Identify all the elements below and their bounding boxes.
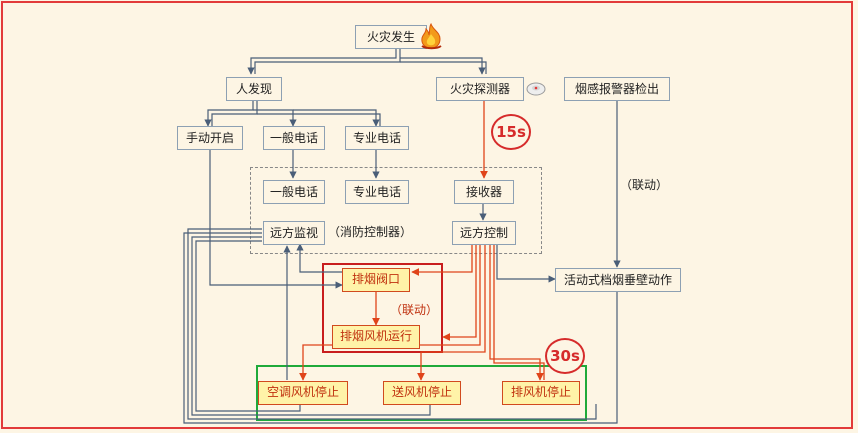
wire-fire-branch (247, 48, 397, 75)
wire-person-pro (293, 109, 380, 127)
node-remote-monitor: 远方监视 (263, 221, 325, 245)
node-professional-phone: 专业电话 (345, 126, 409, 150)
wire-feedback-4 (195, 240, 301, 412)
wire-control-damper (411, 244, 473, 276)
node-person-discovers: 人发现 (226, 77, 282, 101)
wire-fire-detector-2 (400, 61, 487, 74)
node-general-phone: 一般电话 (263, 126, 325, 150)
node-supply-fan-stop: 送风机停止 (383, 381, 461, 405)
node-curtain-action: 活动式档烟垂壁动作 (555, 268, 681, 292)
node-fire-occurs: 火灾发生 (355, 25, 427, 49)
wire-person-pro-2 (257, 113, 381, 126)
label-link: （联动） (620, 178, 669, 192)
fire-controller-zone (250, 167, 542, 254)
badge-30s: 30s (545, 338, 585, 374)
wire-control-exhaust (489, 244, 544, 381)
wire-feedback-3 (191, 236, 431, 416)
wire-person-split-2 (211, 100, 258, 126)
wire-control-curtain (496, 244, 556, 283)
badge-15s: 15s (491, 114, 531, 150)
wire-person-phone (253, 109, 297, 127)
node-fire-detector: 火灾探测器 (436, 77, 524, 101)
wire-person-split (204, 100, 254, 127)
node-remote-control: 远方控制 (452, 221, 516, 245)
wire-fire-branch-2 (254, 48, 401, 74)
wire-damper-monitor (296, 243, 342, 273)
wire-feedback-1 (183, 232, 618, 424)
wire-control-exhaust-2 (493, 244, 545, 380)
fire-icon (421, 22, 442, 50)
node-professional-phone-2: 专业电话 (345, 180, 409, 204)
wire-manual-damper (209, 150, 343, 289)
label-link-internal: （联动） (390, 303, 439, 317)
node-manual-open: 手动开启 (177, 126, 243, 150)
node-exhaust-fan-stop: 排风机停止 (502, 381, 580, 405)
node-smoke-alarm-detects: 烟感报警器检出 (564, 77, 670, 101)
node-receiver: 接收器 (454, 180, 514, 204)
label-fire-controller: （消防控制器） (328, 225, 413, 239)
wire-feedback-2 (187, 228, 597, 420)
node-ac-fan-stop: 空调风机停止 (258, 381, 348, 405)
node-exhaust-fan-run: 排烟风机运行 (332, 325, 420, 349)
wire-fire-detector (400, 57, 486, 75)
wire-control-exhaust-fan (442, 244, 477, 341)
linked-smoke-exhaust-group (322, 263, 443, 353)
smoke-detector-icon (526, 82, 546, 96)
node-general-phone-2: 一般电话 (263, 180, 325, 204)
wire-control-supply (417, 244, 486, 381)
node-smoke-damper: 排烟阀口 (342, 268, 410, 292)
